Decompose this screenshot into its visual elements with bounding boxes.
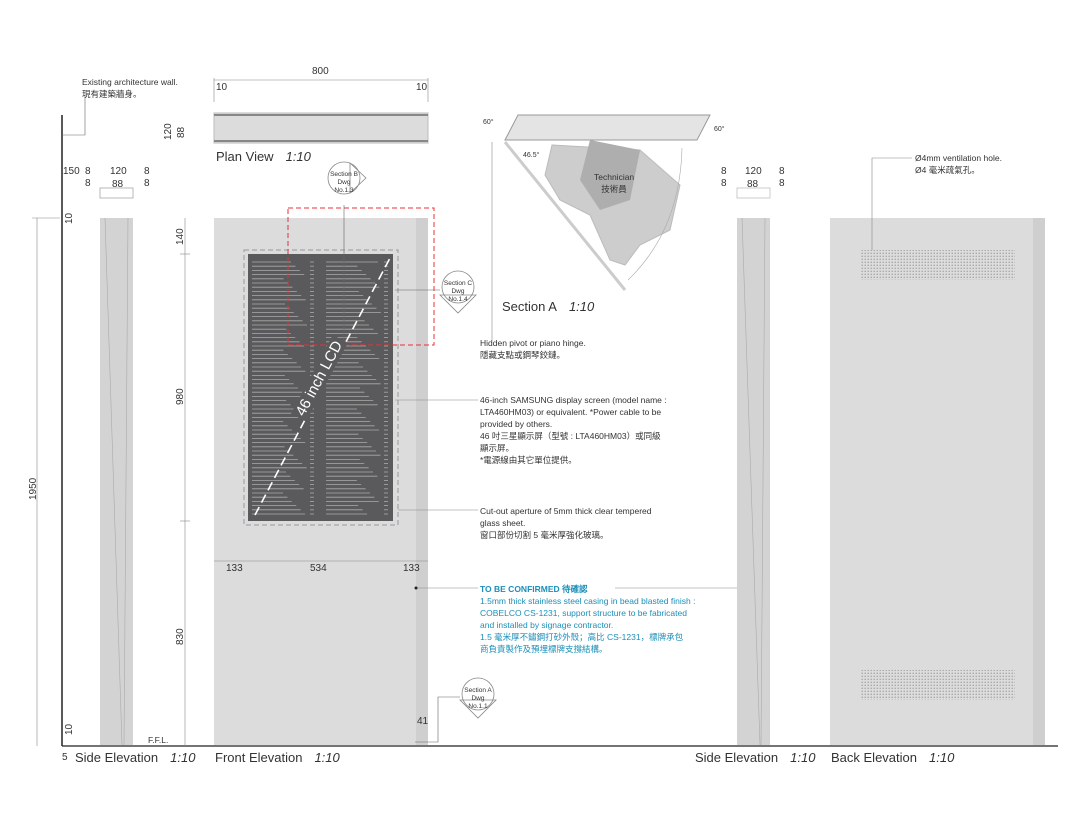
dim-8: 8 bbox=[85, 178, 91, 189]
dim-8: 8 bbox=[779, 178, 785, 189]
hinge-note: Hidden pivot or piano hinge.隱藏支點或鋼琴鉸鏈。 bbox=[480, 338, 586, 360]
dim-1950: 1950 bbox=[28, 477, 39, 500]
dim-41: 41 bbox=[417, 716, 429, 727]
dim-8: 8 bbox=[779, 166, 785, 177]
dim-8: 8 bbox=[144, 166, 150, 177]
vent-note: Ø4mm ventilation hole.Ø4 毫米疏氣孔。 bbox=[915, 153, 1002, 175]
side-elevation-left bbox=[100, 218, 133, 745]
dim-8: 8 bbox=[144, 178, 150, 189]
dim-88: 88 bbox=[112, 179, 124, 190]
angle-46-5: 46.5° bbox=[523, 152, 540, 159]
dim-133: 133 bbox=[226, 563, 243, 574]
ffl-label: F.F.L. bbox=[148, 735, 169, 745]
dim-5: 5 bbox=[62, 752, 68, 763]
dim-534: 534 bbox=[310, 563, 327, 574]
dim-120: 120 bbox=[163, 123, 174, 140]
dim-10: 10 bbox=[216, 82, 228, 93]
dim-10: 10 bbox=[64, 723, 75, 735]
vent-holes-bottom bbox=[860, 670, 1015, 700]
glass-note: Cut-out aperture of 5mm thick clear temp… bbox=[480, 506, 652, 540]
dim-88: 88 bbox=[747, 179, 759, 190]
section-a-panel bbox=[504, 114, 711, 141]
section-c-callout-box bbox=[287, 207, 435, 346]
dim-150: 150 bbox=[63, 166, 80, 177]
screen-note: 46-inch SAMSUNG display screen (model na… bbox=[480, 395, 667, 465]
dim-8: 8 bbox=[721, 166, 727, 177]
dim-10: 10 bbox=[416, 82, 428, 93]
dim-980: 980 bbox=[175, 388, 186, 405]
angle-60: 60° bbox=[483, 119, 494, 126]
dim-8: 8 bbox=[721, 178, 727, 189]
dim-830: 830 bbox=[175, 628, 186, 645]
dim-133: 133 bbox=[403, 563, 420, 574]
dim-120: 120 bbox=[110, 166, 127, 177]
angle-60: 60° bbox=[714, 126, 725, 133]
dim-8: 8 bbox=[85, 166, 91, 177]
dim-120: 120 bbox=[745, 166, 762, 177]
vent-holes-top bbox=[860, 250, 1015, 280]
dim-88: 88 bbox=[176, 126, 187, 138]
wall-note: Existing architecture wall.現有建築牆身。 bbox=[82, 77, 178, 99]
dim-10: 10 bbox=[64, 212, 75, 224]
back-elevation-panel bbox=[830, 218, 1045, 745]
side-elevation-right bbox=[737, 218, 770, 745]
plan-view bbox=[213, 112, 429, 144]
dim-800: 800 bbox=[312, 66, 329, 77]
dim-140: 140 bbox=[175, 228, 186, 245]
